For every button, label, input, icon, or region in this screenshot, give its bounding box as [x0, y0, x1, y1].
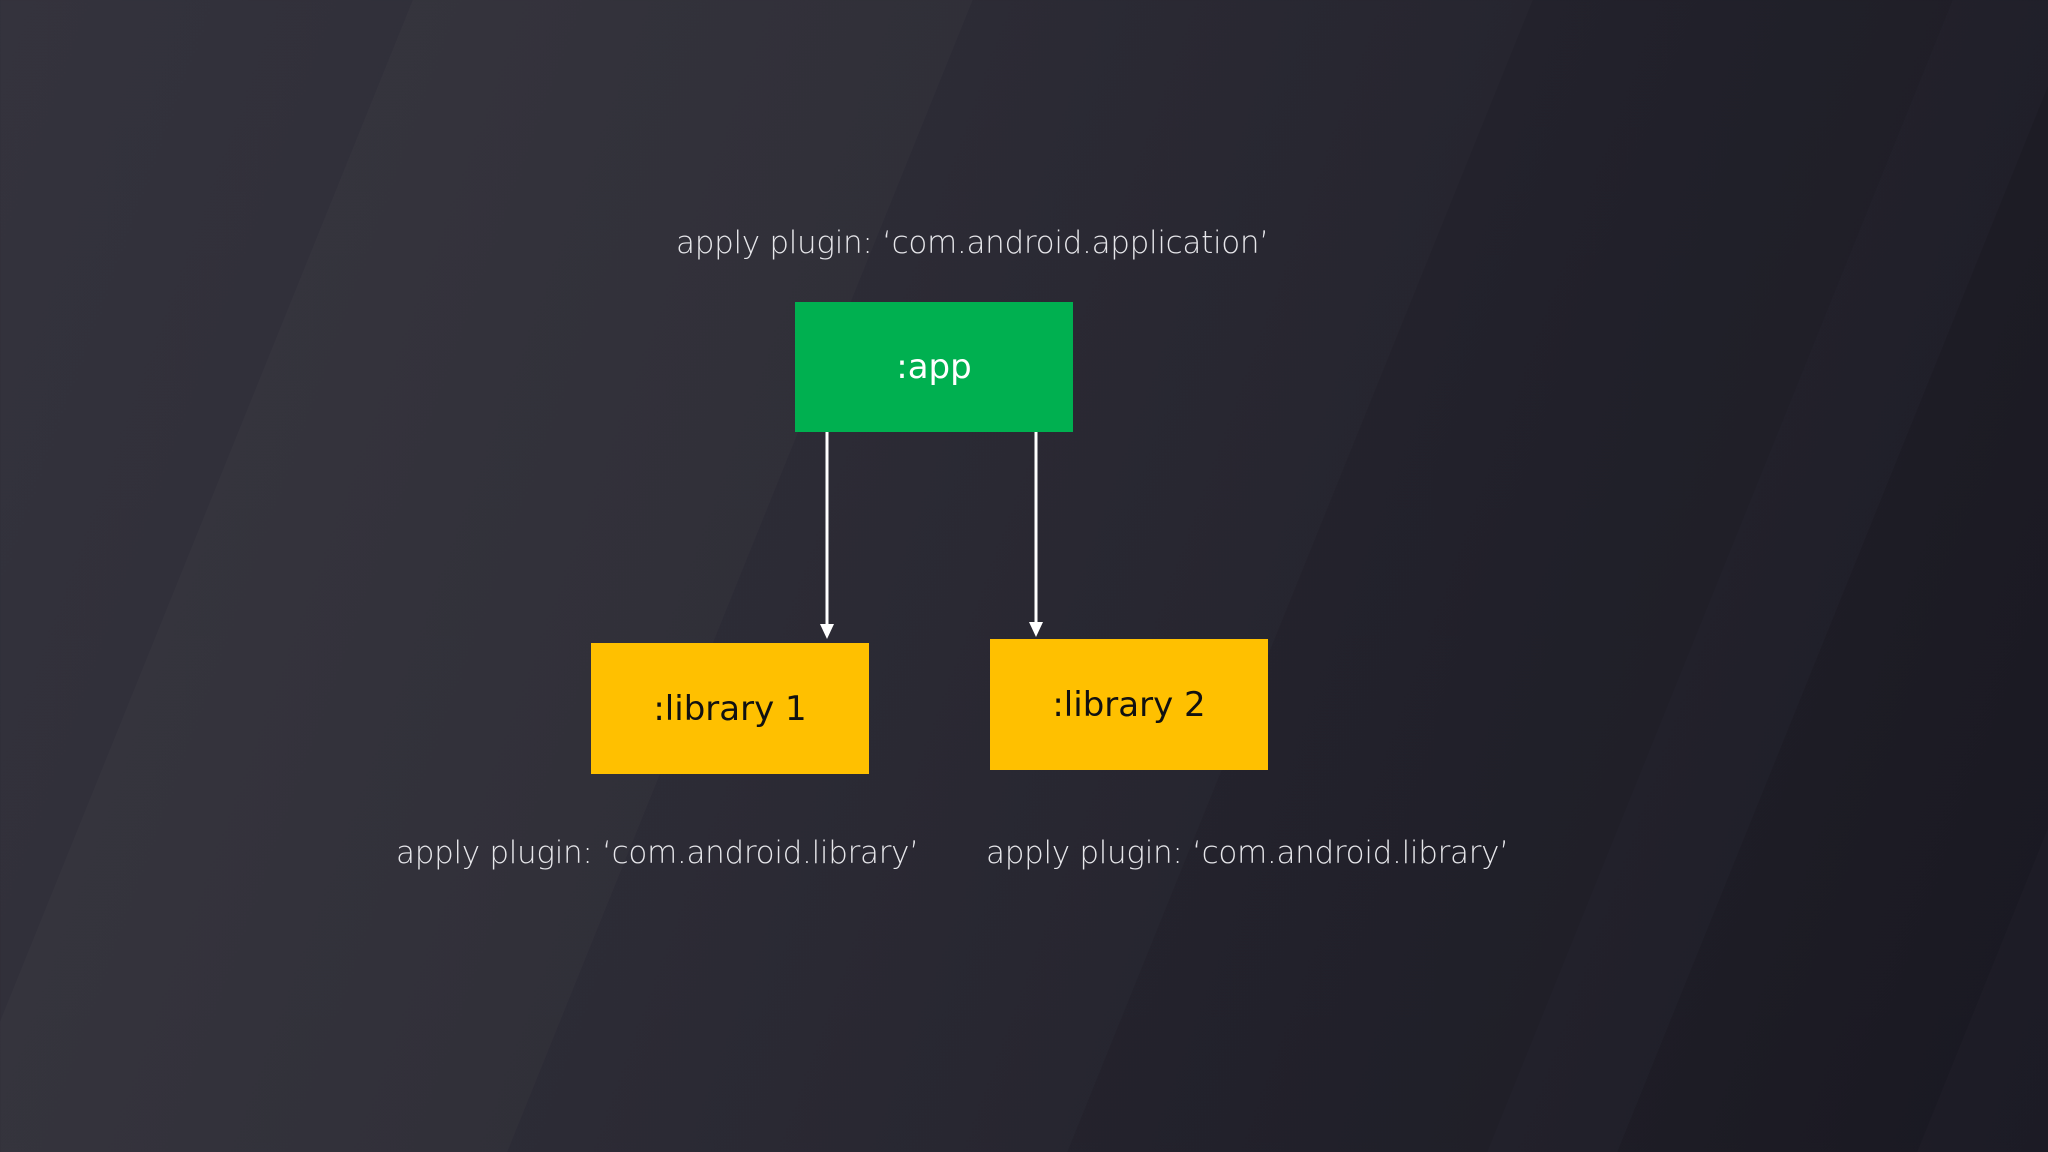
library2-plugin-label: apply plugin: ‘com.android.library’ — [986, 835, 1509, 871]
app-plugin-label: apply plugin: ‘com.android.application’ — [676, 225, 1269, 261]
library1-module-box: :library 1 — [591, 643, 869, 774]
arrowhead-library1 — [820, 624, 834, 639]
library1-plugin-label: apply plugin: ‘com.android.library’ — [396, 835, 919, 871]
library2-module-label: :library 2 — [1052, 684, 1206, 725]
library1-module-label: :library 1 — [653, 688, 807, 729]
app-module-box: :app — [795, 302, 1073, 432]
app-module-label: :app — [896, 347, 972, 387]
arrowhead-library2 — [1029, 622, 1043, 637]
library2-module-box: :library 2 — [990, 639, 1268, 770]
